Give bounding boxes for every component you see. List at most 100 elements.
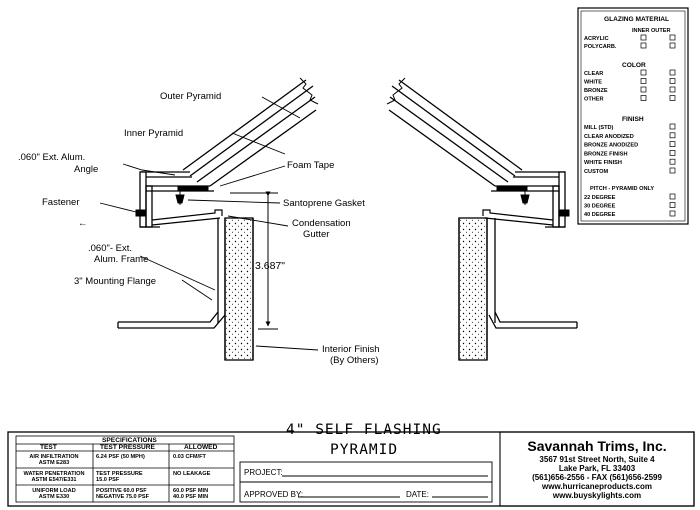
label-condensation-2: Gutter	[303, 229, 329, 240]
company-address-1: 3567 91st Street North, Suite 4	[539, 455, 655, 464]
right-gutter	[482, 209, 554, 226]
date-label: DATE:	[406, 490, 429, 499]
company-web-1: www.hurricaneproducts.com	[541, 482, 652, 491]
glazing-option-label: ACRYLIC	[584, 36, 609, 42]
specs-table	[15, 435, 235, 503]
specs-cell: 6.24 PSF (50 MPH)	[96, 454, 145, 460]
color-option-checkbox[interactable]	[669, 95, 676, 101]
finish-option-checkbox[interactable]	[669, 132, 676, 139]
glazing-rows: ACRYLIC POLYCARB.	[584, 34, 676, 50]
glazing-option-checkbox[interactable]	[640, 34, 647, 41]
label-inner-pyramid: Inner Pyramid	[124, 128, 183, 139]
color-option-checkbox[interactable]	[669, 78, 676, 84]
specs-text: SPECIFICATIONS TEST TEST PRESSURE ALLOWE…	[23, 437, 217, 500]
label-ext-angle-1: .060" Ext. Alum.	[18, 152, 85, 163]
color-option-checkbox[interactable]	[640, 86, 647, 93]
label-arrow-mark: ←	[78, 218, 88, 229]
label-outer-pyramid: Outer Pyramid	[160, 91, 221, 102]
color-option-checkbox[interactable]	[640, 69, 647, 76]
color-option-label: WHITE	[584, 80, 602, 86]
specs-header-allowed: ALLOWED	[184, 444, 218, 451]
left-outer-pyramid	[182, 79, 316, 183]
title-block	[7, 431, 695, 507]
label-fastener: Fastener	[42, 197, 80, 208]
break-marks	[299, 77, 406, 105]
label-interior-2: (By Others)	[330, 355, 379, 366]
inner-outer-label: INNER OUTER	[632, 28, 671, 34]
right-mounting-flange	[488, 311, 578, 329]
specs-cell: ASTM E330	[39, 494, 69, 500]
finish-option-checkbox[interactable]	[669, 141, 676, 147]
color-title: COLOR	[622, 62, 646, 69]
specs-cell: UNIFORM LOAD	[32, 488, 76, 494]
finish-option-label: BRONZE ANODIZED	[584, 143, 638, 149]
pitch-option-label: 22 DEGREE	[584, 195, 616, 201]
glazing-title: GLAZING MATERIAL	[604, 16, 669, 23]
specs-header-test: TEST	[40, 444, 57, 451]
specs-cell: ASTM E283	[39, 460, 69, 466]
specs-cell: POSITIVE 60.0 PSF	[96, 488, 147, 494]
label-santoprene: Santoprene Gasket	[283, 198, 365, 209]
finish-option-checkbox[interactable]	[669, 123, 676, 130]
dimension-line	[230, 191, 278, 330]
pitch-option-label: 30 DEGREE	[584, 204, 616, 210]
left-inner-pyramid	[209, 109, 317, 187]
finish-title: FINISH	[622, 116, 644, 123]
finish-option-checkbox[interactable]	[669, 150, 676, 156]
right-outer-pyramid	[389, 79, 523, 183]
callout-labels: Outer Pyramid Inner Pyramid .060" Ext. A…	[18, 91, 380, 366]
specs-cell: AIR INFILTRATION	[29, 454, 78, 460]
company-text: Savannah Trims, Inc. 3567 91st Street No…	[527, 438, 666, 500]
finish-option-label: CLEAR ANODIZED	[584, 134, 634, 140]
right-fastener	[558, 209, 570, 217]
color-option-label: CLEAR	[584, 71, 603, 77]
title-line-1: 4" SELF FLASHING	[286, 422, 442, 438]
color-option-checkbox[interactable]	[669, 86, 676, 93]
glazing-option-checkbox[interactable]	[640, 42, 647, 49]
pitch-option-checkbox[interactable]	[669, 202, 676, 208]
right-wall	[458, 217, 496, 361]
label-mounting-flange: 3" Mounting Flange	[74, 276, 156, 287]
pitch-rows: 22 DEGREE 30 DEGREE 40 DEGREE	[584, 193, 676, 218]
left-foam-tape	[177, 186, 209, 191]
company-web-2: www.buyskylights.com	[552, 491, 641, 500]
right-section-detail	[388, 79, 578, 361]
finish-option-checkbox[interactable]	[669, 167, 676, 174]
finish-option-checkbox[interactable]	[669, 158, 676, 165]
title-line-2: PYRAMID	[330, 442, 398, 458]
project-label: PROJECT:	[244, 468, 283, 477]
label-ext-frame-1: .060"- Ext.	[88, 243, 132, 254]
right-gasket	[520, 191, 530, 205]
specs-cell: ASTM E547/E331	[31, 477, 76, 483]
specs-cell: NO LEAKAGE	[173, 471, 211, 477]
glazing-option-checkbox[interactable]	[669, 42, 676, 49]
project-text: PROJECT: APPROVED BY: DATE:	[244, 468, 429, 499]
pitch-title: PITCH - PYRAMID ONLY	[590, 186, 654, 192]
specs-cell: NEGATIVE 75.0 PSF	[96, 494, 150, 500]
specs-cell: 40.0 PSF MIN	[173, 494, 208, 500]
specs-cell: WATER PENETRATION	[23, 471, 84, 477]
pitch-option-checkbox[interactable]	[669, 210, 676, 217]
left-frame-cap	[139, 171, 214, 228]
specs-cell: 15.0 PSF	[96, 477, 120, 483]
color-option-checkbox[interactable]	[669, 69, 676, 76]
drawing-title: 4" SELF FLASHING PYRAMID	[286, 422, 442, 458]
leader-lines	[99, 96, 319, 351]
color-option-label: BRONZE	[584, 88, 608, 94]
left-gasket	[175, 191, 185, 205]
color-option-checkbox[interactable]	[640, 95, 647, 101]
glazing-option-checkbox[interactable]	[669, 34, 676, 41]
label-foam-tape: Foam Tape	[287, 160, 334, 171]
right-foam-tape	[496, 186, 528, 191]
pitch-option-label: 40 DEGREE	[584, 212, 616, 218]
label-dimension: 3.687"	[255, 260, 285, 272]
specs-cell: 0.03 CFM/FT	[173, 454, 207, 460]
pitch-option-checkbox[interactable]	[669, 193, 676, 200]
color-option-checkbox[interactable]	[640, 78, 647, 84]
left-section-detail	[99, 79, 319, 361]
glazing-option-label: POLYCARB.	[584, 44, 617, 50]
